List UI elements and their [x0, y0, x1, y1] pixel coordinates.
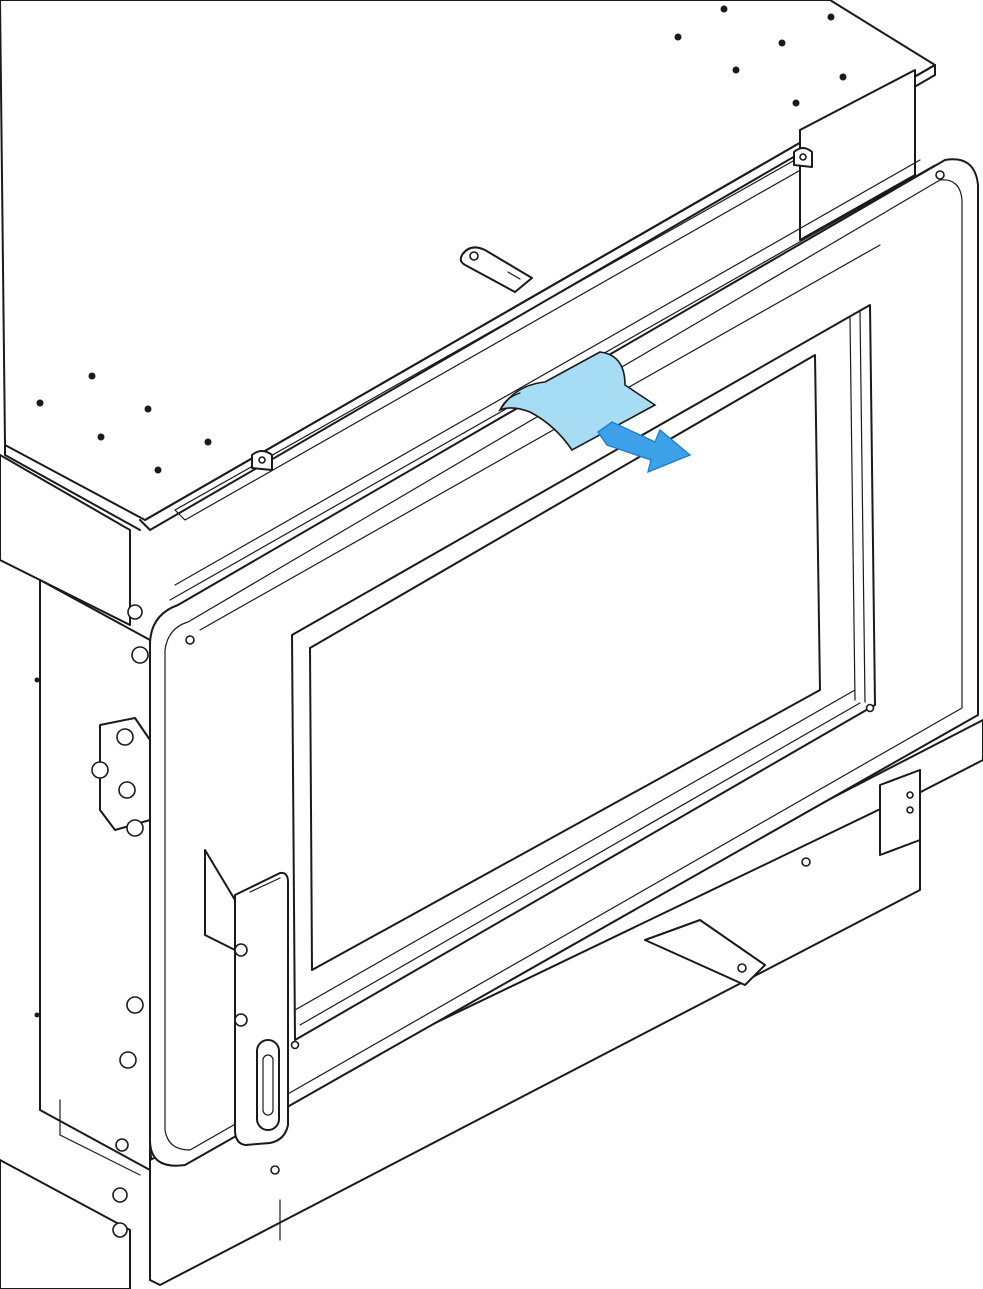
hinge-icon	[251, 147, 813, 471]
left-side-wall	[0, 579, 151, 1289]
side-hardware	[91, 604, 151, 1238]
bottom-support	[149, 719, 983, 1286]
lifting-tab-icon	[459, 246, 533, 293]
pull-direction-arrow-icon	[597, 421, 692, 474]
top-surface-fastener-dots	[36, 5, 847, 474]
pull-direction-arrow	[597, 421, 692, 474]
handle-latch-icon	[204, 849, 289, 1146]
